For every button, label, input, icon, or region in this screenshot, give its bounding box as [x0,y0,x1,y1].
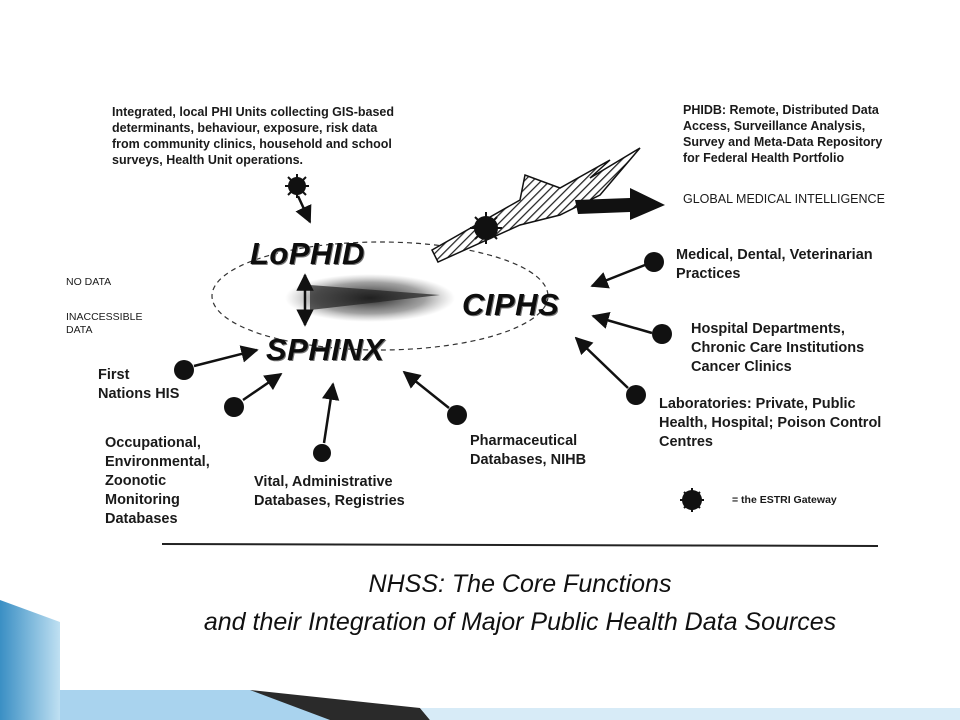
arrow-hospital [591,311,653,335]
node-sphinx: SPHINX [266,332,385,367]
arrow-phi [295,195,312,224]
marker-spikes [285,174,309,198]
marker-spikes [680,488,704,512]
label-medical-practices: Medical, Dental, Veterinarian Practices [676,247,873,282]
label-first-nations: First Nations HIS [98,367,180,402]
caption-line-2: and their Integration of Major Public He… [203,608,837,636]
label-global-intelligence: GLOBAL MEDICAL INTELLIGENCE [683,192,885,206]
global-arrow [575,188,665,220]
slide-decoration [0,600,960,720]
central-arrow [310,285,440,310]
label-occupational: Occupational, Environmental, Zoonotic Mo… [105,435,210,527]
label-phidb: PHIDB: Remote, Distributed Data Access, … [683,103,883,165]
gateway-marker [626,385,646,405]
label-no-data: NO DATA [66,276,112,288]
marker-spikes [470,212,502,244]
caption-rule [161,543,879,547]
arrow-medical [590,263,646,289]
arrow-occupational [242,372,283,402]
arrow-vital [321,382,340,444]
core-ellipse [211,241,549,351]
arrow-first-nations [193,345,259,368]
label-phi-units: Integrated, local PHI Units collecting G… [112,105,395,167]
label-laboratories: Laboratories: Private, Public Health, Ho… [659,396,882,450]
gateway-marker [652,324,672,344]
label-pharmaceutical: Pharmaceutical Databases, NIHB [470,433,587,468]
gateway-marker [313,444,331,462]
arrow-labs [574,336,629,389]
caption-line-1: NHSS: The Core Functions [368,570,672,598]
label-vital: Vital, Administrative Databases, Registr… [254,474,405,509]
gateway-marker [224,397,244,417]
node-ciphs: CIPHS [462,287,560,322]
node-lophid: LoPHID [250,236,365,271]
label-hospital-departments: Hospital Departments, Chronic Care Insti… [691,321,865,375]
arrow-pharma [402,370,450,409]
label-inaccessible-data: INACCESSIBLE DATA [66,311,143,336]
gateway-marker [174,360,194,380]
legend-gateway: = the ESTRI Gateway [732,494,837,506]
gateway-marker [447,405,467,425]
gateway-marker [644,252,664,272]
